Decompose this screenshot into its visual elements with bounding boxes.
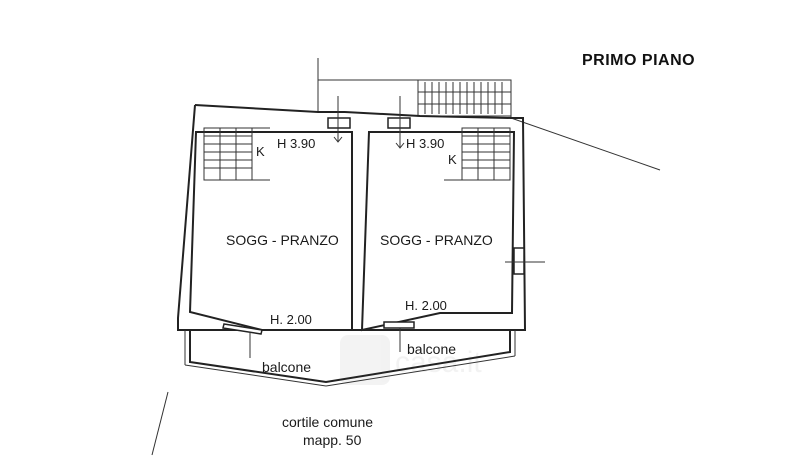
balcony-right-label: balcone bbox=[407, 341, 456, 357]
unit-1-height-bottom: H. 2.00 bbox=[270, 312, 312, 327]
top-window-right bbox=[387, 96, 411, 149]
unit-2-height-top: H 3.90 bbox=[406, 136, 444, 151]
internal-stair-right bbox=[444, 127, 511, 181]
svg-text:casa.it: casa.it bbox=[395, 346, 482, 379]
courtyard-parcel: mapp. 50 bbox=[303, 432, 362, 448]
unit-1-height-top: H 3.90 bbox=[277, 136, 315, 151]
unit-1-kitchen-mark: K bbox=[256, 144, 265, 159]
unit-2-walls bbox=[360, 131, 516, 332]
unit-2-kitchen-mark: K bbox=[448, 152, 457, 167]
unit-2-height-bottom: H. 2.00 bbox=[405, 298, 447, 313]
internal-stair-left bbox=[203, 127, 270, 181]
side-window bbox=[505, 247, 545, 275]
external-staircase bbox=[417, 79, 512, 117]
balcony-left-label: balcone bbox=[262, 359, 311, 375]
balcony-door-right bbox=[383, 321, 415, 352]
watermark-logo: casa.it bbox=[340, 335, 482, 385]
top-window-left bbox=[327, 96, 351, 143]
unit-2-room-label: SOGG - PRANZO bbox=[380, 232, 493, 248]
unit-1-room-label: SOGG - PRANZO bbox=[226, 232, 339, 248]
unit-1-walls bbox=[188, 131, 353, 331]
courtyard-label: cortile comune bbox=[282, 414, 373, 430]
balcony-door-left bbox=[222, 323, 263, 358]
floor-title: PRIMO PIANO bbox=[582, 52, 695, 69]
balcony-outline bbox=[184, 330, 516, 387]
